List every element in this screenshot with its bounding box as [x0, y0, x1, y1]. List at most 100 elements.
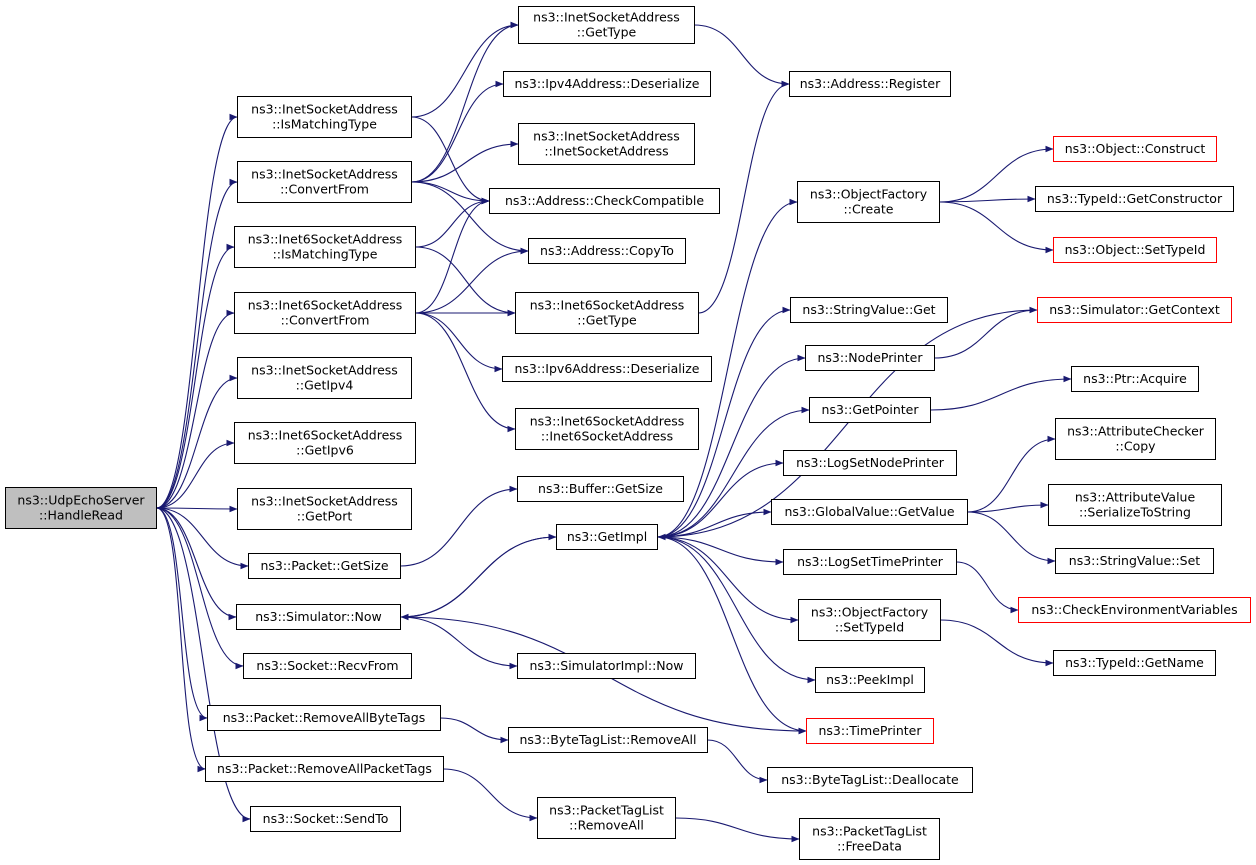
node-label: ns3::AttributeChecker: [1067, 424, 1205, 439]
node-box: [1071, 366, 1199, 392]
edge-getimpl-to-of-create: [657, 198, 798, 538]
node-logsetnodeprinter[interactable]: ns3::LogSetNodePrinter: [783, 450, 957, 476]
node-isa-ismatch[interactable]: ns3::InetSocketAddress::IsMatchingType: [237, 96, 412, 138]
node-ipv6-deser[interactable]: ns3::Ipv6Address::Deserialize: [502, 356, 712, 382]
edge-root-to-sock-sendto: [156, 507, 251, 823]
edge-i6-ismatch-to-addr-checkcompat: [415, 197, 490, 248]
node-typeid-getctor[interactable]: ns3::TypeId::GetConstructor: [1035, 186, 1234, 212]
node-label: ns3::Socket::SendTo: [263, 811, 389, 826]
edge-i6-convert-to-addr-checkcompat: [415, 197, 490, 314]
node-logsettimeprinter[interactable]: ns3::LogSetTimePrinter: [783, 549, 957, 575]
node-of-settypeid[interactable]: ns3::ObjectFactory::SetTypeId: [798, 599, 941, 641]
node-label: ns3::GetImpl: [567, 529, 647, 544]
node-av-serialize[interactable]: ns3::AttributeValue::SerializeToString: [1048, 484, 1222, 526]
node-ptl-freedata[interactable]: ns3::PacketTagList::FreeData: [799, 818, 940, 860]
node-pkt-rmpkttags[interactable]: ns3::Packet::RemoveAllPacketTags: [205, 756, 444, 782]
node-ptl-rmall[interactable]: ns3::PacketTagList::RemoveAll: [537, 797, 676, 839]
node-isa-getipv4[interactable]: ns3::InetSocketAddress::GetIpv4: [237, 357, 412, 399]
edge-getimpl-to-logsetnodeprinter: [657, 459, 784, 538]
node-box: [248, 553, 401, 579]
node-label: ns3::Simulator::Now: [255, 609, 382, 624]
node-btl-rmall[interactable]: ns3::ByteTagList::RemoveAll: [508, 727, 708, 753]
node-buf-getsize[interactable]: ns3::Buffer::GetSize: [517, 476, 684, 502]
node-i6-gettype[interactable]: ns3::Inet6SocketAddress::GetType: [515, 292, 699, 334]
edge-isa-ismatch-to-addr-checkcompat: [411, 116, 490, 205]
node-getimpl[interactable]: ns3::GetImpl: [556, 524, 658, 550]
node-i6-convert[interactable]: ns3::Inet6SocketAddress::ConvertFrom: [234, 292, 416, 334]
node-label: ::GetIpv6: [296, 443, 354, 458]
edge-root-to-pkt-getsize: [156, 507, 249, 570]
node-nodeprinter[interactable]: ns3::NodePrinter: [805, 345, 935, 371]
node-sock-sendto[interactable]: ns3::Socket::SendTo: [250, 806, 401, 832]
node-ipv4-deser[interactable]: ns3::Ipv4Address::Deserialize: [503, 71, 711, 97]
node-obj-settypeid[interactable]: ns3::Object::SetTypeId: [1053, 237, 1217, 263]
node-ptr-acquire[interactable]: ns3::Ptr::Acquire: [1071, 366, 1199, 392]
node-checkenv[interactable]: ns3::CheckEnvironmentVariables: [1018, 597, 1251, 623]
node-ac-copy[interactable]: ns3::AttributeChecker::Copy: [1055, 418, 1216, 460]
node-label: ns3::ObjectFactory: [811, 605, 929, 620]
edge-layer: [156, 21, 1072, 843]
node-sim-getcontext[interactable]: ns3::Simulator::GetContext: [1037, 297, 1232, 323]
node-label: ::Create: [844, 202, 894, 217]
node-box: [234, 226, 416, 268]
node-box: [1055, 548, 1214, 574]
node-timeprinter[interactable]: ns3::TimePrinter: [806, 718, 934, 744]
node-label: ns3::CheckEnvironmentVariables: [1031, 602, 1237, 617]
node-label: ns3::Ptr::Acquire: [1083, 371, 1187, 386]
edge-gv-getvalue-to-ac-copy: [967, 435, 1056, 513]
node-box: [234, 422, 416, 464]
node-addr-checkcompat[interactable]: ns3::Address::CheckCompatible: [489, 188, 720, 214]
node-addr-copyto[interactable]: ns3::Address::CopyTo: [528, 238, 686, 264]
node-label: ns3::Inet6SocketAddress: [248, 298, 403, 313]
node-label: ns3::SimulatorImpl::Now: [529, 658, 683, 673]
node-root[interactable]: ns3::UdpEchoServer::HandleRead: [5, 487, 157, 529]
node-box: [1018, 597, 1251, 623]
edge-getimpl-to-timeprinter: [657, 536, 807, 735]
node-sv-set[interactable]: ns3::StringValue::Set: [1055, 548, 1214, 574]
node-getpointer[interactable]: ns3::GetPointer: [809, 397, 931, 423]
edge-root-to-isa-getipv4: [156, 374, 238, 509]
node-isa-convert[interactable]: ns3::InetSocketAddress::ConvertFrom: [237, 161, 412, 203]
node-box: [518, 123, 695, 165]
node-isa-gettype[interactable]: ns3::InetSocketAddress::GetType: [518, 6, 695, 44]
node-peekimpl[interactable]: ns3::PeekImpl: [815, 667, 925, 693]
node-typeid-getname[interactable]: ns3::TypeId::GetName: [1053, 650, 1216, 676]
edge-pkt-getsize-to-buf-getsize: [400, 485, 518, 567]
node-box: [207, 705, 441, 731]
node-label: ::GetIpv4: [296, 378, 354, 393]
node-isa-getport[interactable]: ns3::InetSocketAddress::GetPort: [237, 488, 412, 530]
node-label: ::FreeData: [837, 839, 902, 854]
node-sim-now[interactable]: ns3::Simulator::Now: [236, 604, 401, 630]
node-box: [797, 181, 940, 223]
node-isa-ctor[interactable]: ns3::InetSocketAddress::InetSocketAddres…: [518, 123, 695, 165]
node-label: ns3::AttributeValue: [1075, 490, 1196, 505]
edge-i6-convert-to-addr-copyto: [415, 247, 529, 314]
node-box: [508, 727, 708, 753]
node-label: ns3::ObjectFactory: [810, 187, 928, 202]
edge-of-create-to-obj-settypeid: [939, 201, 1054, 254]
node-box: [1053, 237, 1217, 263]
node-i6-ctor[interactable]: ns3::Inet6SocketAddress::Inet6SocketAddr…: [515, 408, 699, 450]
node-i6-getipv6[interactable]: ns3::Inet6SocketAddress::GetIpv6: [234, 422, 416, 464]
node-of-create[interactable]: ns3::ObjectFactory::Create: [797, 181, 940, 223]
edge-isa-ismatch-to-isa-gettype: [411, 21, 519, 118]
node-gv-getvalue[interactable]: ns3::GlobalValue::GetValue: [771, 499, 968, 525]
node-label: ns3::NodePrinter: [817, 350, 923, 365]
node-pkt-getsize[interactable]: ns3::Packet::GetSize: [248, 553, 401, 579]
node-i6-ismatch[interactable]: ns3::Inet6SocketAddress::IsMatchingType: [234, 226, 416, 268]
node-simimpl-now[interactable]: ns3::SimulatorImpl::Now: [517, 653, 696, 679]
node-box: [1035, 186, 1234, 212]
node-label: ns3::Socket::RecvFrom: [256, 658, 398, 673]
node-sock-recvfrom[interactable]: ns3::Socket::RecvFrom: [243, 653, 412, 679]
node-box: [517, 476, 684, 502]
node-box: [798, 599, 941, 641]
edge-pkt-rmbytetags-to-btl-rmall: [440, 717, 509, 744]
node-btl-dealloc[interactable]: ns3::ByteTagList::Deallocate: [767, 767, 973, 793]
node-addr-register[interactable]: ns3::Address::Register: [789, 71, 951, 97]
node-obj-construct[interactable]: ns3::Object::Construct: [1053, 136, 1217, 162]
node-box: [503, 71, 711, 97]
node-sv-get[interactable]: ns3::StringValue::Get: [790, 297, 948, 323]
node-pkt-rmbytetags[interactable]: ns3::Packet::RemoveAllByteTags: [207, 705, 441, 731]
edge-getimpl-to-logsettimeprinter: [657, 536, 784, 566]
